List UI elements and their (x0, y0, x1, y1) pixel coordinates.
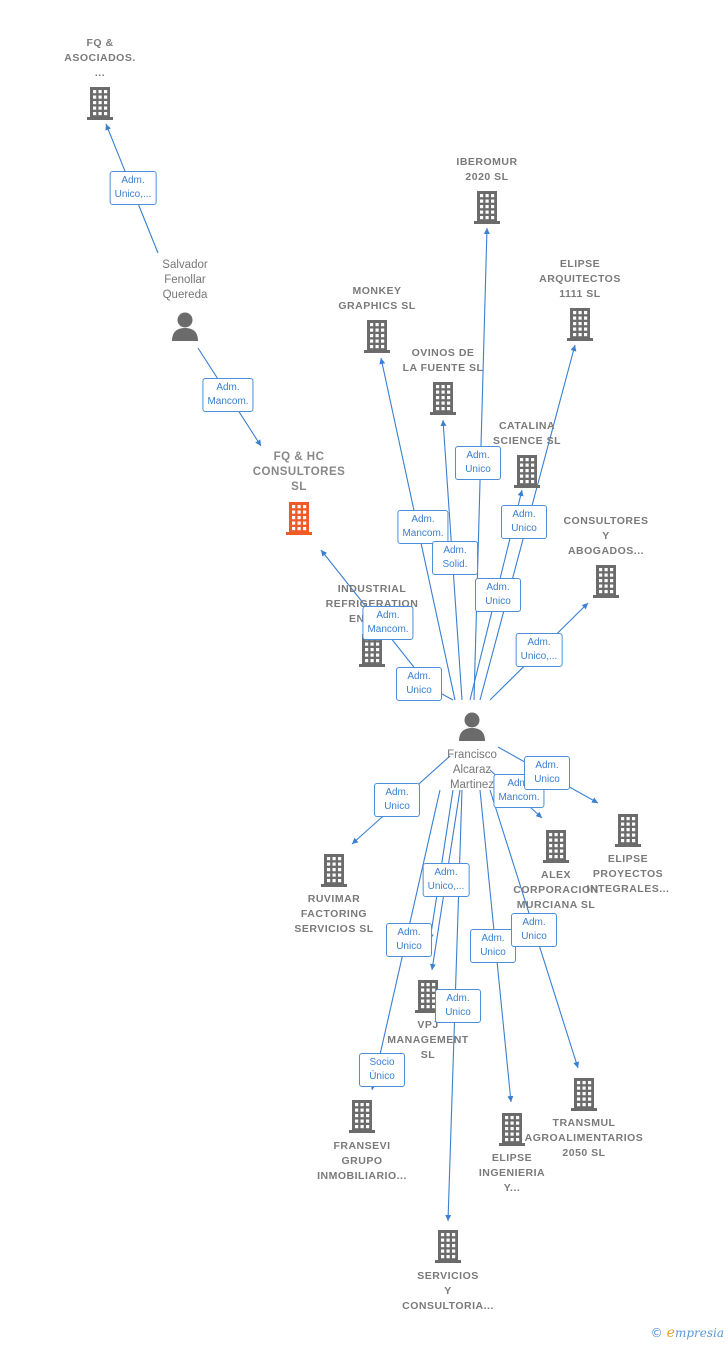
company-label-fqasoc[interactable]: FQ & ASOCIADOS. ... (64, 37, 136, 79)
company-label-iberomur[interactable]: IBEROMUR 2020 SL (456, 156, 518, 183)
brand-footer[interactable]: ©empresia (651, 1325, 724, 1341)
person-label-francisco[interactable]: Francisco Alcaraz Martinez (447, 749, 497, 791)
company-label-elipsearq[interactable]: ELIPSE ARQUITECTOS 1111 SL (539, 258, 621, 300)
edge-label-francisco-vpj[interactable]: Adm. Unico,... (422, 863, 470, 897)
edge-label-francisco-vpj[interactable]: Adm. Unico (386, 923, 432, 957)
building-icon[interactable] (590, 563, 622, 604)
company-label-alex[interactable]: ALEX CORPORACION MURCIANA SL (513, 869, 599, 911)
building-icon[interactable] (511, 453, 543, 494)
edge-label-francisco-alex[interactable]: Adm. Mancom. (493, 774, 545, 808)
company-label-consultores[interactable]: CONSULTORES Y ABOGADOS... (563, 515, 649, 557)
edge-label-salvador-fqasoc[interactable]: Adm. Unico,... (109, 171, 157, 205)
edge-label-francisco-fqhc[interactable]: Adm. Mancom. (362, 606, 414, 640)
edge-label-francisco-ruvimar[interactable]: Adm. Unico (374, 783, 420, 817)
company-label-fqhc[interactable]: FQ & HC CONSULTORES SL (252, 451, 346, 493)
person-icon[interactable] (169, 310, 201, 347)
person-icon[interactable] (456, 710, 488, 747)
edge-label-francisco-transmul[interactable]: Adm. Unico (511, 913, 557, 947)
edge-label-francisco-consultores[interactable]: Adm. Unico,... (515, 633, 563, 667)
building-icon[interactable] (283, 500, 315, 541)
building-icon[interactable] (564, 306, 596, 347)
building-icon[interactable] (84, 85, 116, 126)
edge-label-francisco-iberomur[interactable]: Adm. Unico (455, 446, 501, 480)
building-icon[interactable] (412, 978, 444, 1019)
company-label-catalina[interactable]: CATALINA SCIENCE SL (492, 420, 561, 447)
edge-label-francisco-ovinos[interactable]: Adm. Solid. (432, 541, 478, 575)
company-label-monkey[interactable]: MONKEY GRAPHICS SL (338, 285, 416, 312)
company-label-ovinos[interactable]: OVINOS DE LA FUENTE SL (402, 347, 484, 374)
brand-logo-initial: e (666, 1325, 675, 1341)
edge-label-francisco-monkey[interactable]: Adm. Mancom. (397, 510, 449, 544)
building-icon[interactable] (496, 1111, 528, 1152)
edge-label-francisco-catalina[interactable]: Adm. Unico (475, 578, 521, 612)
brand-logo-text: mpresia (674, 1326, 724, 1340)
building-icon[interactable] (568, 1076, 600, 1117)
building-icon[interactable] (361, 318, 393, 359)
company-label-fransevi[interactable]: FRANSEVI GRUPO INMOBILIARIO... (317, 1140, 407, 1182)
copyright-icon: © (650, 1326, 663, 1340)
building-icon[interactable] (346, 1098, 378, 1139)
company-label-servicios[interactable]: SERVICIOS Y CONSULTORIA... (402, 1270, 494, 1312)
building-icon[interactable] (432, 1228, 464, 1269)
edge-label-salvador-fqhc[interactable]: Adm. Mancom. (202, 378, 254, 412)
edge-label-francisco-industrial[interactable]: Adm. Unico (396, 667, 442, 701)
edge-label-francisco-elipseing[interactable]: Adm. Unico (470, 929, 516, 963)
edge-label-francisco-servicios[interactable]: Adm. Unico (435, 989, 481, 1023)
building-icon[interactable] (471, 189, 503, 230)
person-label-salvador[interactable]: Salvador Fenollar Quereda (162, 259, 208, 301)
building-icon[interactable] (612, 812, 644, 853)
building-icon[interactable] (318, 852, 350, 893)
edge-label-francisco-elipseproy[interactable]: Adm. Unico (524, 756, 570, 790)
building-icon[interactable] (427, 380, 459, 421)
company-label-vpj[interactable]: VPJ MANAGEMENT SL (387, 1019, 469, 1061)
edge-label-francisco-elipsearq[interactable]: Adm. Unico (501, 505, 547, 539)
company-label-elipseing[interactable]: ELIPSE INGENIERIA Y... (478, 1152, 546, 1194)
company-label-transmul[interactable]: TRANSMUL AGROALIMENTARIOS 2050 SL (524, 1117, 644, 1159)
building-icon[interactable] (540, 828, 572, 869)
company-label-ruvimar[interactable]: RUVIMAR FACTORING SERVICIOS SL (294, 893, 374, 935)
edge-label-francisco-fransevi[interactable]: Socio Único (359, 1053, 405, 1087)
company-label-elipseproy[interactable]: ELIPSE PROYECTOS INTEGRALES... (586, 853, 670, 895)
